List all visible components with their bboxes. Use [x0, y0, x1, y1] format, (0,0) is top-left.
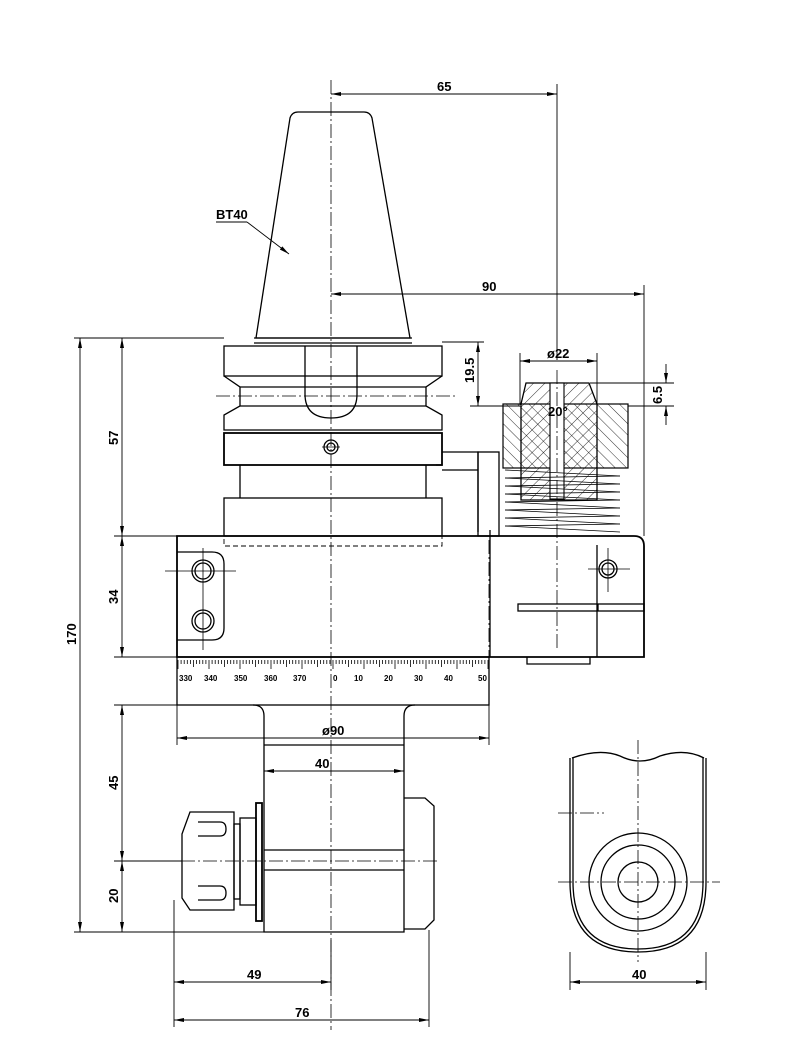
- scale-label: 330: [179, 674, 193, 683]
- dim-76-label: 76: [295, 1005, 309, 1020]
- dim-170-label: 170: [64, 623, 79, 645]
- dim-90-label: 90: [482, 279, 496, 294]
- scale-label: 50: [478, 674, 487, 683]
- dim-19-5-label: 19.5: [462, 358, 477, 383]
- side-view: [558, 740, 720, 962]
- dim-40-label: 40: [315, 756, 329, 771]
- dim-49-label: 49: [247, 967, 261, 982]
- bt40-label: BT40: [216, 207, 248, 222]
- scale-label: 40: [444, 674, 453, 683]
- main-body: [176, 530, 645, 665]
- dim-6-5-label: 6.5: [650, 386, 665, 404]
- scale-label: 20: [384, 674, 393, 683]
- stop-block: [502, 370, 629, 650]
- scale-label: 340: [204, 674, 218, 683]
- dim-d22-label: ø22: [547, 346, 569, 361]
- dim-20deg-label: 20°: [548, 404, 568, 419]
- scale-label: 30: [414, 674, 423, 683]
- dim-side-40-label: 40: [632, 967, 646, 982]
- scale-label: 10: [354, 674, 363, 683]
- scale-label: 360: [264, 674, 278, 683]
- dim-45-label: 45: [106, 776, 121, 790]
- dim-d90-label: ø90: [322, 723, 344, 738]
- bt40-taper: [254, 111, 412, 344]
- bt40-leader: BT40: [216, 207, 290, 255]
- spring-icon: [504, 469, 621, 533]
- angle-scale: 330 340 350 360 370 0 10 20 30 40 50: [176, 656, 490, 706]
- dim-57-label: 57: [106, 431, 121, 445]
- dim-34-label: 34: [106, 589, 121, 604]
- collet-nut: [181, 802, 263, 922]
- scale-label: 350: [234, 674, 248, 683]
- dim-20-label: 20: [106, 889, 121, 903]
- mounting-screw-icon: [165, 548, 630, 650]
- scale-label: 370: [293, 674, 307, 683]
- stop-pin: [477, 451, 500, 537]
- center-screw-icon: [322, 439, 340, 455]
- dim-65-label: 65: [437, 79, 451, 94]
- scale-label: 0: [333, 674, 338, 683]
- flange: [216, 345, 456, 547]
- lower-spindle: [115, 704, 440, 933]
